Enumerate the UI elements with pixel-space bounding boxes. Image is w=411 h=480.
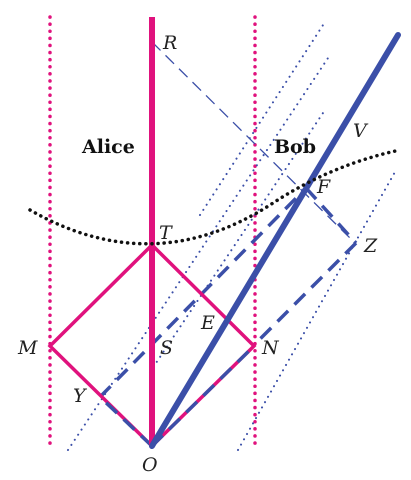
point-label-e: E bbox=[200, 312, 215, 334]
alice-label: Alice bbox=[81, 136, 135, 158]
point-label-n: N bbox=[261, 337, 280, 359]
point-label-o: O bbox=[142, 454, 158, 476]
point-label-z: Z bbox=[363, 235, 378, 257]
point-label-s: S bbox=[160, 337, 173, 359]
blue-dotted-line-middle bbox=[149, 109, 326, 373]
point-label-f: F bbox=[316, 176, 331, 198]
blue-dotted-line-far-left bbox=[199, 21, 326, 216]
dashed-edge-o-y bbox=[98, 395, 154, 448]
blue-dotted-line-left bbox=[67, 54, 331, 451]
dashed-edge-z-n bbox=[252, 241, 358, 347]
point-label-v: V bbox=[353, 120, 369, 142]
point-label-y: Y bbox=[73, 385, 88, 407]
bob-worldline bbox=[149, 32, 401, 449]
point-label-r: R bbox=[162, 32, 177, 54]
dashed-edge-f-z bbox=[304, 186, 358, 245]
bob-label: Bob bbox=[274, 136, 316, 158]
point-label-m: M bbox=[17, 337, 38, 359]
blue-dotted-line-right bbox=[237, 171, 396, 451]
point-label-t: T bbox=[159, 222, 173, 244]
dashed-line-r-z bbox=[151, 41, 356, 244]
dashed-edge-y-f bbox=[98, 186, 308, 399]
dotted-hyperbola bbox=[28, 148, 402, 246]
